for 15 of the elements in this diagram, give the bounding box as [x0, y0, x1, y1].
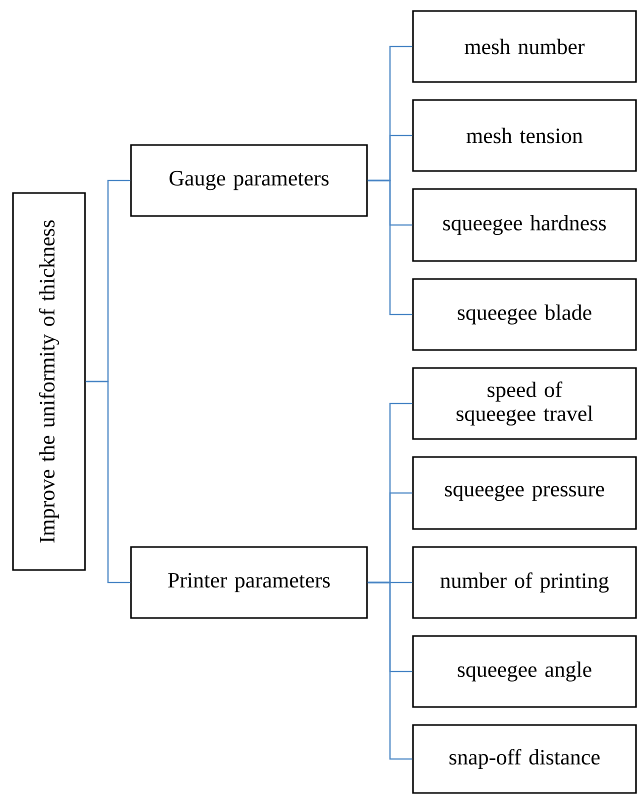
parameter-box: squeegee pressure [412, 456, 637, 530]
parameter-box: mesh number [412, 10, 637, 83]
category-box: Gauge parameters [130, 144, 368, 217]
parameter-box: squeegee angle [412, 635, 637, 708]
parameter-box: speed of squeegee travel [412, 367, 637, 440]
parameter-box: squeegee blade [412, 278, 637, 351]
connector-line [86, 380, 130, 584]
parameter-box: squeegee hardness [412, 188, 637, 262]
connector-line [368, 582, 412, 760]
root-box: Improve the uniformity of thickness [12, 192, 86, 571]
parameter-box: number of printing [412, 546, 637, 619]
parameter-box: mesh tension [412, 99, 637, 172]
category-box: Printer parameters [130, 546, 368, 619]
parameter-box: snap-off distance [412, 724, 637, 794]
connector-line [368, 180, 412, 316]
